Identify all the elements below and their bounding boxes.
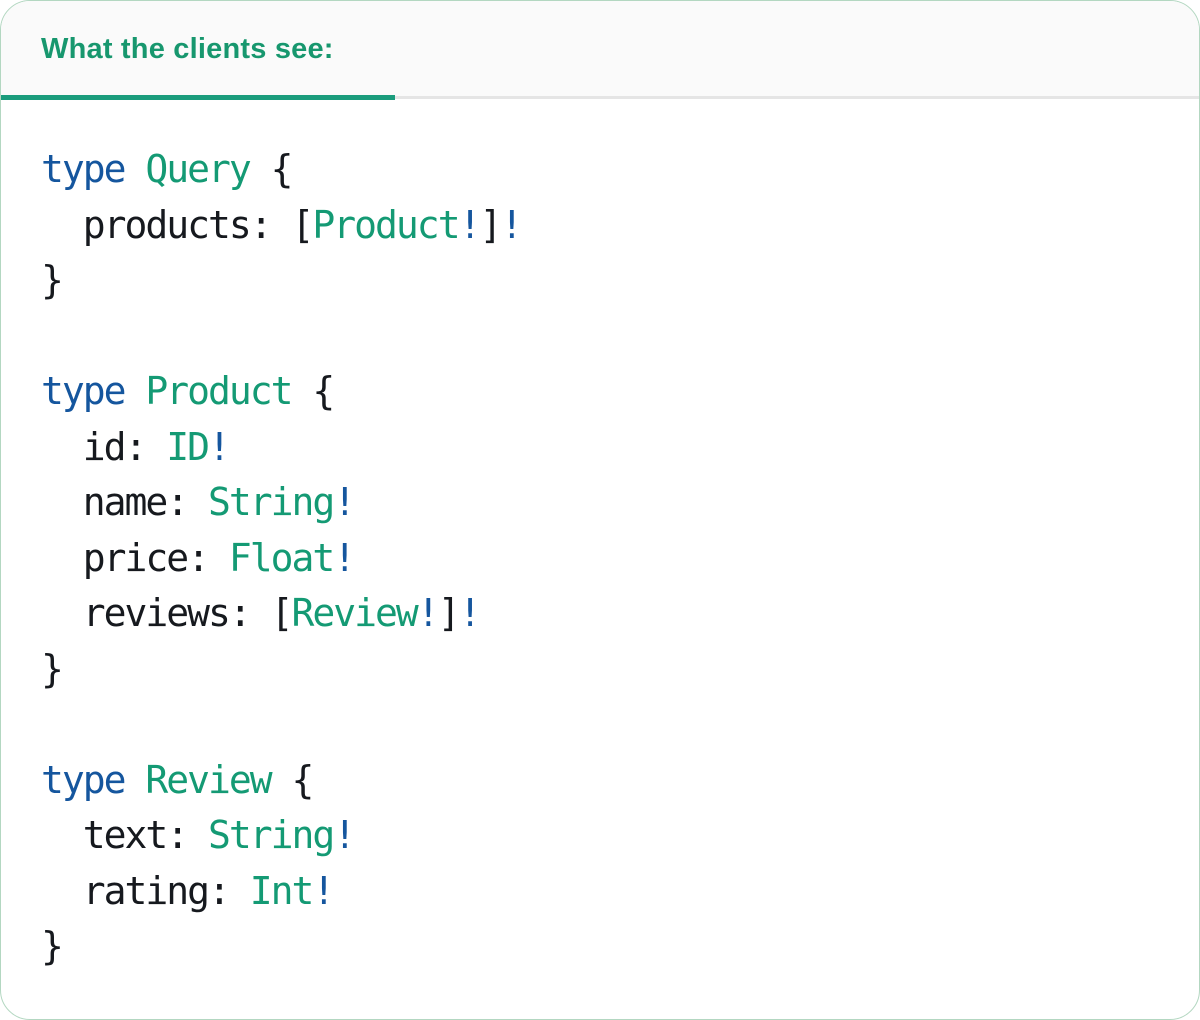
code-line: products: [Product!]! xyxy=(41,198,1159,254)
code-token: ] xyxy=(437,591,461,635)
code-line: } xyxy=(41,253,1159,309)
code-token: ! xyxy=(208,424,231,469)
code-token: Int xyxy=(249,868,315,913)
tab-what-the-clients-see[interactable]: What the clients see: xyxy=(1,1,395,100)
code-token: String xyxy=(208,813,335,857)
code-token: { xyxy=(291,369,335,413)
code-token: String xyxy=(208,480,335,524)
code-line: type Product { xyxy=(41,364,1159,420)
code-line: } xyxy=(41,642,1159,698)
code-token: rating: xyxy=(41,868,250,913)
code-token: ! xyxy=(312,868,335,913)
panel-header: What the clients see: xyxy=(1,1,1199,100)
tab-active-underline xyxy=(1,95,395,100)
code-token: ! xyxy=(458,591,482,635)
code-token: id: xyxy=(41,424,167,469)
code-token: Product xyxy=(145,369,293,413)
code-token: } xyxy=(41,924,64,968)
code-line: type Review { xyxy=(41,753,1159,809)
code-token: type xyxy=(41,757,146,802)
code-token: name: xyxy=(41,480,209,524)
code-token: reviews: [ xyxy=(41,591,294,635)
graphql-schema-code-block: type Query { products: [Product!]!}type … xyxy=(1,99,1199,975)
code-token: type xyxy=(41,369,146,413)
code-token: text: xyxy=(41,813,209,857)
code-token: Review xyxy=(145,757,272,802)
code-line: } xyxy=(41,919,1159,975)
code-token: ! xyxy=(416,591,440,635)
code-token: Product xyxy=(312,202,460,247)
code-token: } xyxy=(41,258,64,302)
code-token: Review xyxy=(291,591,419,635)
code-token: price: xyxy=(41,535,229,580)
code-token: ! xyxy=(500,202,523,247)
code-line: reviews: [Review!]! xyxy=(41,586,1159,642)
code-line: type Query { xyxy=(41,142,1159,198)
tab-label: What the clients see: xyxy=(41,33,334,65)
code-token: Float xyxy=(228,535,335,580)
code-token: ! xyxy=(333,480,356,524)
code-token: ! xyxy=(458,202,482,247)
code-line xyxy=(41,309,1159,365)
code-token: ! xyxy=(333,813,356,857)
code-line: name: String! xyxy=(41,475,1159,531)
code-token: type xyxy=(41,147,146,191)
code-token: ! xyxy=(333,535,356,580)
code-line: rating: Int! xyxy=(41,864,1159,920)
code-token: } xyxy=(41,646,64,691)
code-line: price: Float! xyxy=(41,531,1159,587)
code-line: id: ID! xyxy=(41,420,1159,476)
code-token: products: [ xyxy=(41,202,315,247)
code-line xyxy=(41,697,1159,753)
code-token: { xyxy=(249,147,294,191)
code-token: ID xyxy=(166,424,210,469)
code-token: ] xyxy=(479,202,502,247)
code-line: text: String! xyxy=(41,808,1159,864)
code-token: Query xyxy=(145,147,251,191)
code-token: { xyxy=(270,757,315,802)
